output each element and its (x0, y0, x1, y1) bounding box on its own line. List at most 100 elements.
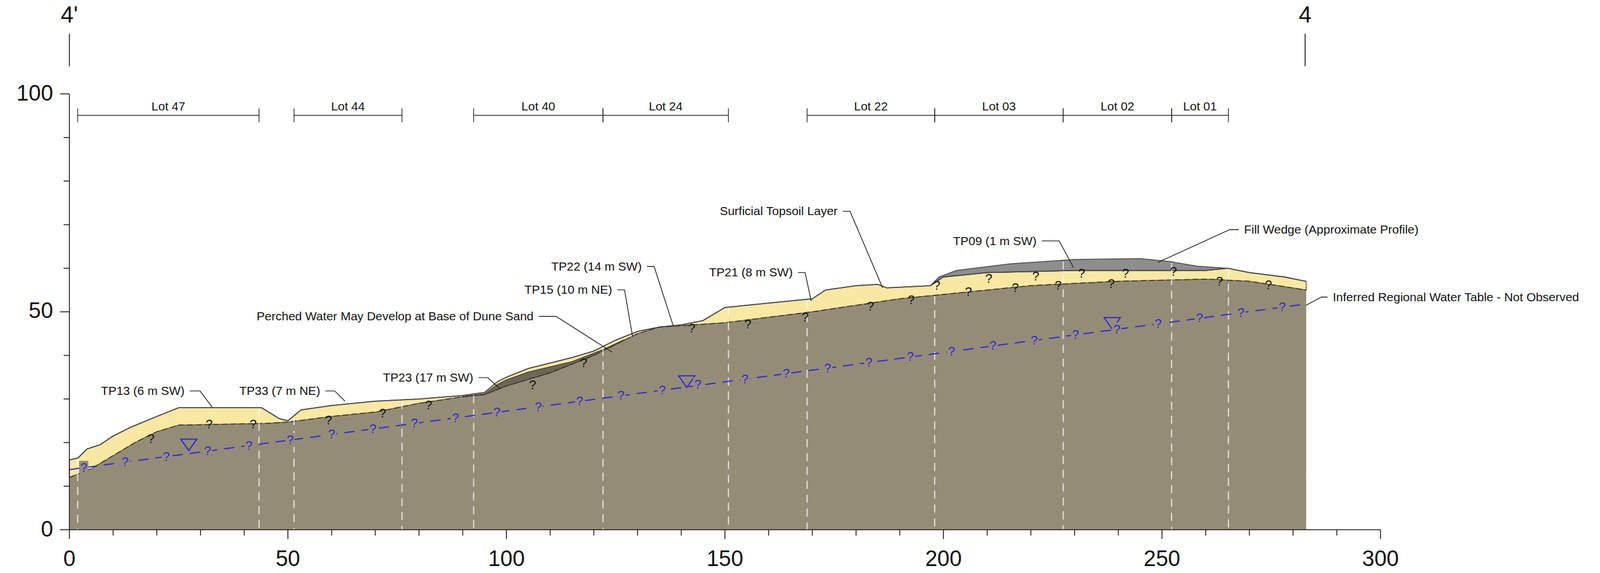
contact-line (69, 279, 1307, 478)
lot-label: Lot 01 (1183, 99, 1217, 113)
lot-boundary-line (806, 300, 808, 531)
leader-line (617, 289, 633, 337)
uncertain-mark: ? (409, 416, 420, 431)
leader-line (478, 377, 500, 389)
uncertain-mark: ? (161, 449, 172, 464)
lot-boundary-line (934, 282, 936, 531)
uncertain-mark: ? (932, 278, 940, 293)
uncertain-mark: ? (905, 349, 916, 364)
dune-sand-unit (69, 268, 1307, 478)
uncertain-mark: ? (1054, 278, 1062, 293)
uncertain-mark: ? (1235, 305, 1246, 320)
uncertain-mark: ? (580, 356, 588, 370)
callout-label: Perched Water May Develop at Base of Dun… (255, 309, 535, 324)
uncertain-mark: ? (285, 432, 295, 447)
lot-boundary-line (602, 347, 604, 530)
lot-boundary-line (258, 408, 260, 530)
uncertain-mark: ? (327, 427, 337, 442)
uncertain-mark: ? (147, 431, 155, 446)
uncertain-mark: ? (1169, 264, 1177, 279)
axis-label: 0 (41, 517, 54, 542)
bedrock-unit (69, 279, 1307, 530)
uncertain-mark: ? (1121, 266, 1129, 281)
lot-label: Lot 40 (521, 99, 555, 113)
lot-label: Lot 03 (982, 99, 1016, 113)
uncertain-mark: ? (1029, 333, 1039, 348)
axis-label: 0 (63, 546, 76, 572)
lot-label: Lot 47 (151, 99, 185, 113)
callout-label: TP23 (17 m SW) (381, 371, 474, 385)
callout-label: Inferred Regional Water Table - Not Obse… (1331, 290, 1581, 304)
uncertain-mark: ? (120, 454, 130, 469)
callout-label: TP13 (6 m SW) (100, 384, 187, 398)
leader-line (1158, 229, 1239, 262)
lot-label: Lot 44 (331, 99, 365, 113)
uncertain-mark: ? (657, 383, 668, 398)
lot-boundary-line (76, 458, 79, 530)
leader-line (646, 266, 674, 327)
uncertain-mark: ? (492, 405, 502, 420)
axis-label: 200 (924, 546, 962, 572)
uncertain-mark: ? (205, 417, 213, 432)
uncertain-mark: ? (79, 460, 89, 475)
uncertain-mark: ? (781, 366, 791, 381)
axis-label: 50 (275, 546, 300, 572)
uncertain-mark: ? (823, 360, 833, 375)
water-level-symbol (180, 438, 198, 451)
lot-boundary-line (401, 401, 403, 531)
uncertain-mark: ? (946, 344, 957, 359)
uncertain-mark: ? (1215, 274, 1223, 289)
leader-line (797, 272, 811, 301)
axis-label: 100 (487, 546, 525, 572)
axis-label: 250 (1143, 546, 1181, 572)
uncertain-mark: ? (1112, 321, 1122, 336)
uncertain-mark: ? (744, 317, 752, 332)
leader-line (189, 390, 213, 407)
uncertain-mark: ? (616, 388, 626, 403)
leader-line (325, 390, 346, 402)
callout-label: Surficial Topsoil Layer (718, 204, 839, 218)
axis-label: 100 (16, 82, 53, 107)
section-marker: 4' (60, 1, 79, 28)
uncertain-mark: ? (1078, 266, 1085, 281)
uncertain-mark: ? (867, 298, 874, 313)
callout-label: TP09 (1 m SW) (952, 234, 1039, 248)
uncertain-mark: ? (801, 310, 809, 325)
uncertain-mark: ? (450, 410, 461, 425)
uncertain-mark: ? (1277, 300, 1287, 314)
fill-wedge (930, 258, 1228, 286)
lot-boundary-line (1062, 261, 1064, 530)
axes (60, 33, 1381, 539)
ground-surface (69, 268, 1307, 461)
lot-label: Lot 02 (1100, 99, 1135, 113)
water-table-line (69, 304, 1307, 470)
uncertain-mark: ? (988, 338, 998, 353)
uncertain-mark: ? (244, 438, 254, 453)
uncertain-mark: ? (693, 377, 703, 392)
uncertain-mark: ? (964, 284, 972, 299)
uncertain-mark: ? (907, 293, 915, 307)
lot-label: Lot 22 (853, 99, 888, 113)
callout-label: TP21 (8 m SW) (708, 265, 795, 280)
lot-boundary-line (1171, 263, 1173, 530)
leader-line (1041, 241, 1074, 268)
axis-label: 300 (1362, 546, 1399, 572)
axis-label: 150 (706, 546, 743, 572)
callout-label: TP15 (10 m NE) (523, 283, 614, 297)
uncertain-mark: ? (249, 417, 257, 432)
leader-line (1306, 297, 1328, 306)
uncertain-mark: ? (528, 377, 536, 392)
water-level-symbol (678, 375, 695, 388)
callout-label: TP33 (7 m NE) (238, 384, 322, 398)
callout-label: Fill Wedge (Approximate Profile) (1242, 223, 1420, 237)
lot-boundary-line (727, 308, 729, 530)
uncertain-mark: ? (1264, 277, 1272, 292)
uncertain-mark: ? (1153, 316, 1163, 331)
uncertain-mark: ? (533, 399, 543, 414)
uncertain-mark: ? (202, 443, 213, 458)
uncertain-mark: ? (1071, 327, 1081, 342)
uncertain-mark: ? (1011, 280, 1019, 295)
section-marker: 4 (1298, 1, 1312, 28)
uncertain-mark: ? (379, 406, 387, 421)
